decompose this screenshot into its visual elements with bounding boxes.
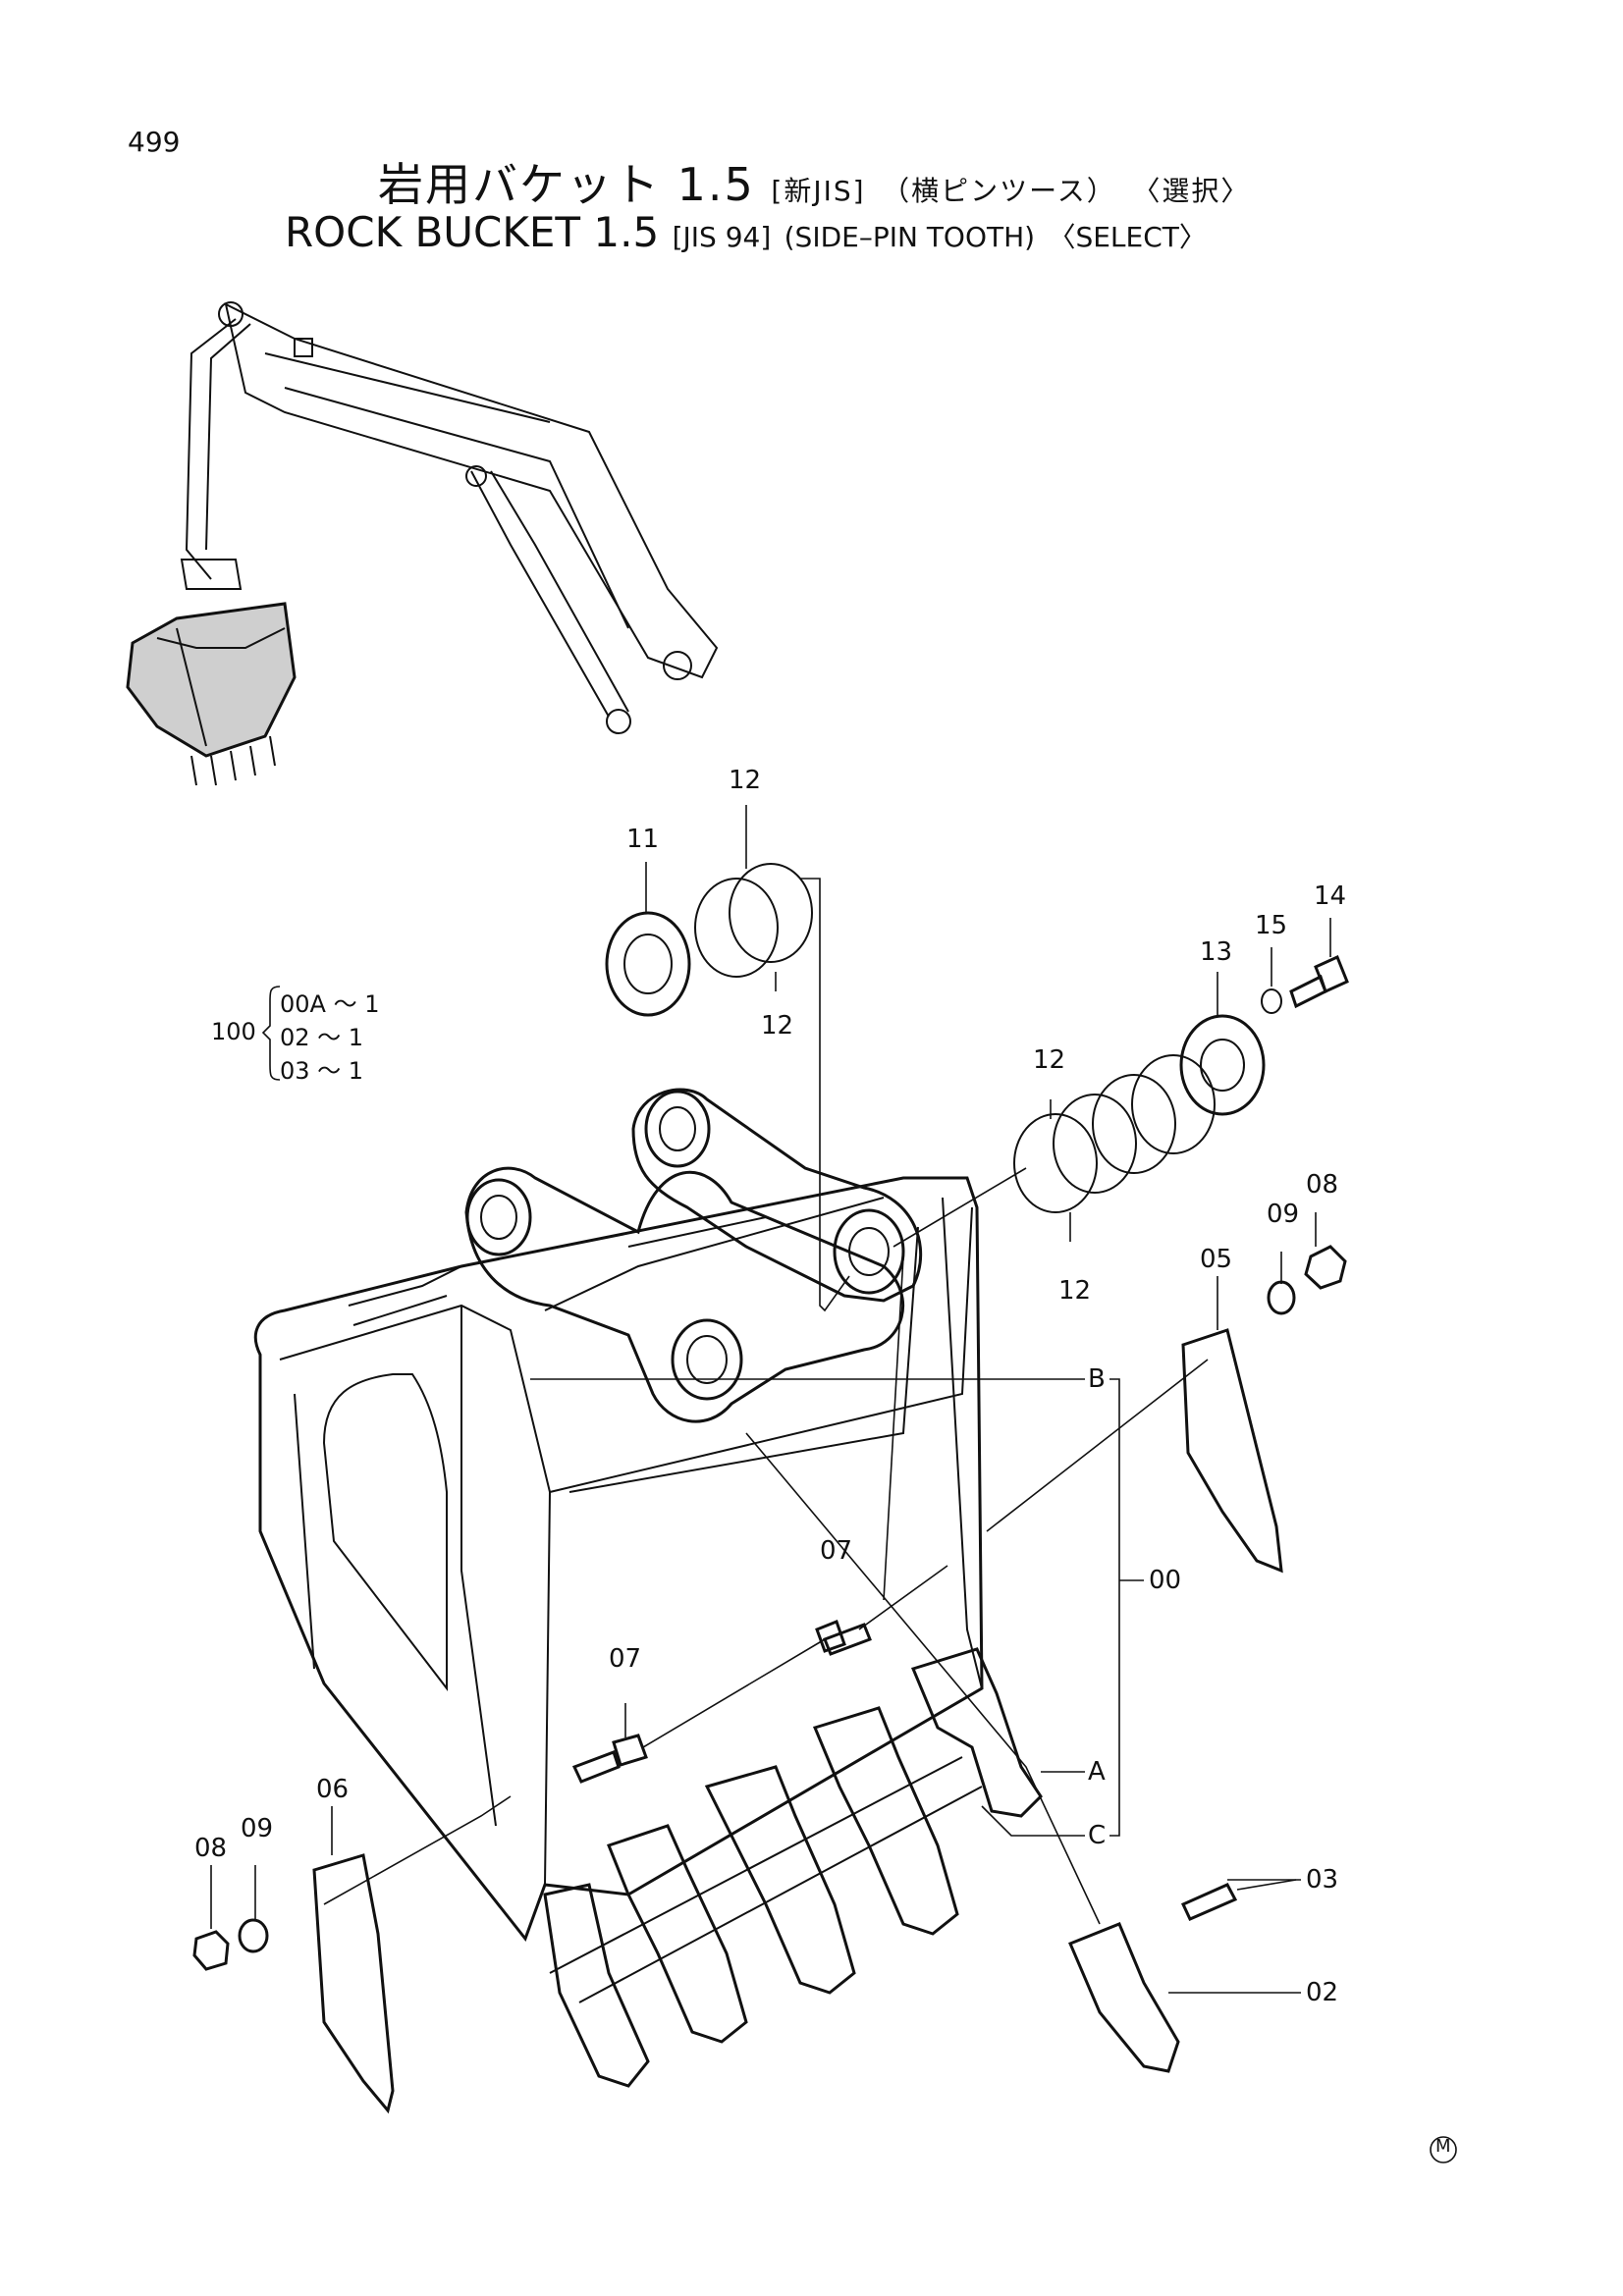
rock-bucket xyxy=(253,1088,1043,2088)
excavator-illustration xyxy=(126,301,719,786)
kit-bracket xyxy=(261,986,281,1081)
title-japanese: 岩用バケット 1.5 [新JIS] （横ピンツース） 〈選択〉 xyxy=(378,149,1250,214)
callout-05: 05 xyxy=(1200,1245,1233,1274)
callout-09-left: 09 xyxy=(241,1814,274,1843)
title-en-standard: [JIS 94] xyxy=(672,221,772,253)
title-jp-main: 岩用バケット 1.5 xyxy=(378,158,755,211)
m-mark-letter: M xyxy=(1435,2136,1451,2157)
callout-12-mid: 12 xyxy=(761,1011,794,1041)
kit-line-1: 00A ～ 1 xyxy=(280,990,380,1018)
callout-08-left: 08 xyxy=(194,1834,228,1863)
callout-06: 06 xyxy=(316,1775,350,1804)
kit-number: 100 xyxy=(211,1018,256,1045)
title-en-type: (SIDE–PIN TOOTH) xyxy=(784,221,1036,253)
kit-line-3: 03 ～ 1 xyxy=(280,1057,364,1085)
leader-lines xyxy=(210,805,1331,1994)
callout-07-lower: 07 xyxy=(609,1644,642,1674)
callout-03: 03 xyxy=(1306,1865,1339,1895)
callout-12-lower: 12 xyxy=(1058,1276,1092,1306)
callout-12-top: 12 xyxy=(729,766,762,795)
title-en-main: ROCK BUCKET 1.5 xyxy=(285,208,660,256)
title-english: ROCK BUCKET 1.5 [JIS 94] (SIDE–PIN TOOTH… xyxy=(285,208,1207,256)
page-number: 499 xyxy=(128,126,181,158)
callout-02: 02 xyxy=(1306,1978,1339,2007)
callout-00: 00 xyxy=(1149,1566,1182,1595)
callout-13: 13 xyxy=(1200,937,1233,967)
callout-09-right: 09 xyxy=(1267,1200,1300,1229)
callout-A: A xyxy=(1088,1757,1106,1787)
callout-11: 11 xyxy=(626,825,660,854)
callout-14: 14 xyxy=(1314,881,1347,911)
callout-12-right: 12 xyxy=(1033,1045,1066,1075)
callout-C: C xyxy=(1088,1821,1107,1850)
m-mark-circle xyxy=(1430,2136,1457,2163)
kit-line-2: 02 ～ 1 xyxy=(280,1024,364,1051)
loose-parts xyxy=(192,863,1349,2114)
callout-07-upper: 07 xyxy=(820,1536,853,1566)
title-jp-type: （横ピンツース） xyxy=(882,175,1116,207)
callout-08-right: 08 xyxy=(1306,1170,1339,1200)
title-jp-standard: [新JIS] xyxy=(771,175,866,207)
callout-15: 15 xyxy=(1255,911,1288,940)
title-jp-select: 〈選択〉 xyxy=(1132,175,1251,207)
title-en-select: 〈SELECT〉 xyxy=(1048,221,1207,253)
callout-B: B xyxy=(1088,1364,1106,1394)
